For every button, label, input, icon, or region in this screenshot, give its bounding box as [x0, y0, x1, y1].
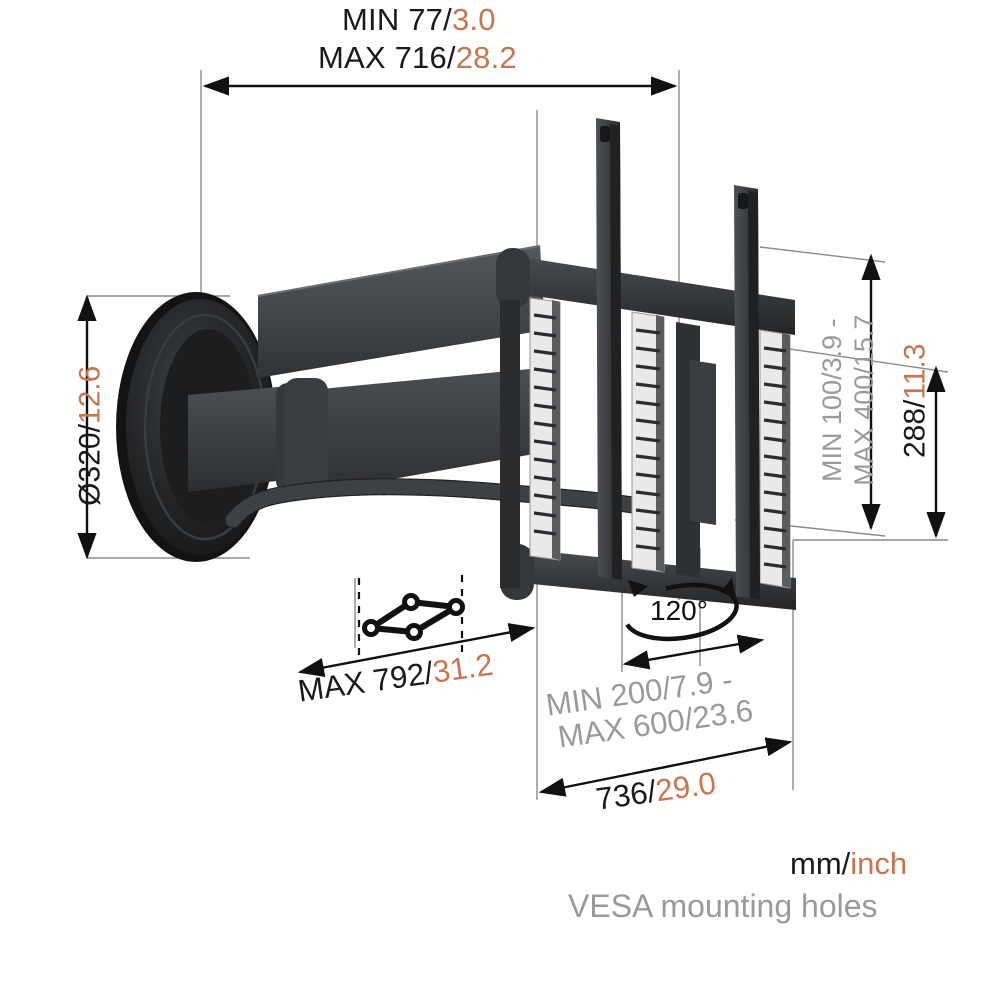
dim-depth-max-mm: MAX 716/	[318, 40, 456, 75]
dim-vesa-horizontal	[622, 634, 765, 670]
dim-label-vesa-vertical-line1: MIN 100/3.9 -	[816, 318, 847, 482]
product-illustration	[116, 118, 796, 610]
dim-depth-max-inch: 28.2	[455, 40, 517, 75]
dim-label-vesa-vertical-line2: MAX 400/15.7	[848, 314, 879, 486]
upper-arm	[257, 245, 545, 378]
pantograph-linkage-icon	[362, 593, 466, 641]
cable	[224, 478, 649, 529]
dim-label-swivel-angle: 120°	[650, 595, 708, 626]
bracket-rails	[496, 248, 796, 610]
dim-label-depth-max: MAX 716/28.2	[318, 40, 517, 75]
units-mm: mm/	[790, 846, 851, 881]
dim-label-bracket-height: 288/11.3	[898, 306, 932, 496]
arm-joint	[284, 378, 328, 498]
units-caption: mm/inch	[790, 846, 908, 881]
dim-depth-min-mm: MIN 77/	[342, 2, 452, 37]
rotation-arrow-icon	[623, 578, 739, 642]
vertical-posts	[596, 118, 760, 600]
dim-swivel-reach	[297, 623, 536, 677]
center-plate	[676, 322, 716, 578]
units-inch: inch	[850, 846, 908, 881]
dim-bracket-height-inch: 11.3	[898, 343, 932, 400]
dim-plate-diameter-mm: Ø320/	[73, 424, 107, 506]
dim-depth-min-inch: 3.0	[451, 2, 496, 37]
vesa-caption: VESA mounting holes	[568, 888, 878, 924]
lower-arm	[290, 368, 545, 497]
dimension-lines	[77, 76, 946, 797]
vesa-strips	[529, 297, 791, 589]
dim-label-depth-min: MIN 77/3.0	[342, 2, 496, 37]
dim-bracket-height-mm: 288/	[898, 399, 932, 459]
dim-label-plate-diameter: Ø320/12.6	[73, 306, 107, 566]
dim-plate-diameter-inch: 12.6	[73, 365, 107, 425]
dim-bracket-width	[538, 737, 793, 797]
